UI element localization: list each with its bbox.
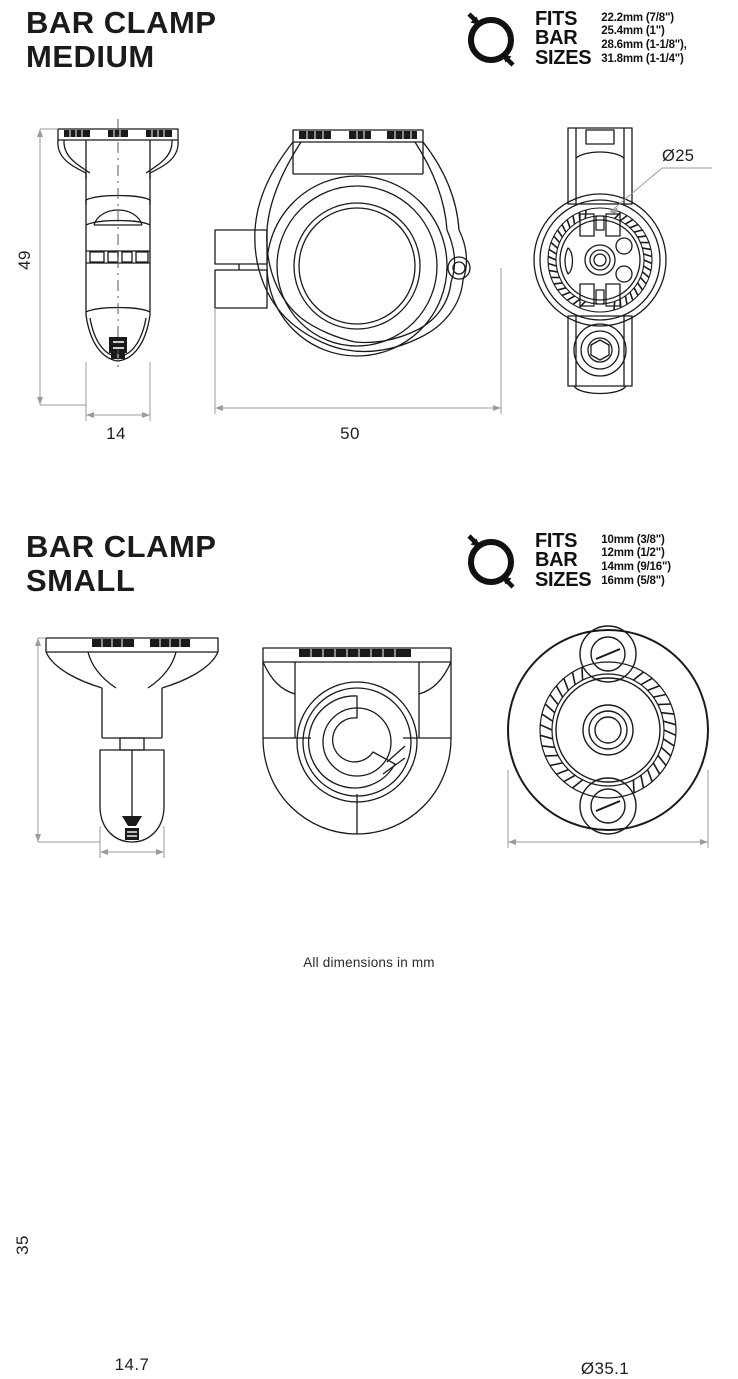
- medium-side-view: [205, 118, 505, 418]
- medium-top-view: [520, 118, 720, 408]
- page-title-small: BAR CLAMP SMALL: [26, 529, 217, 598]
- medium-front-view: [28, 115, 228, 435]
- section-bar-clamp-small: BAR CLAMP SMALL FITS BAR SIZES 10mm (3/8…: [0, 512, 738, 1378]
- badge-words-medium: FITS BAR SIZES: [535, 7, 592, 69]
- dim-medium-height: 49: [15, 250, 34, 270]
- dim-small-height: 35: [13, 1235, 32, 1255]
- section-bar-clamp-medium: BAR CLAMP MEDIUM FITS BAR SIZES 22.2mm (…: [0, 0, 738, 500]
- dim-medium-side-width: 50: [340, 424, 360, 443]
- badge-sizes-medium: 22.2mm (7/8") 25.4mm (1") 28.6mm (1-1/8"…: [601, 11, 687, 65]
- small-front-dimensions: [35, 637, 165, 858]
- footnote-units: All dimensions in mm: [303, 955, 435, 970]
- dim-small-diameter: Ø35.1: [580, 1359, 630, 1378]
- dim-small-width: 14.7: [114, 1355, 150, 1374]
- fits-bar-sizes-badge-small: FITS BAR SIZES 10mm (3/8") 12mm (1/2") 1…: [455, 530, 671, 592]
- fits-bar-sizes-badge-medium: FITS BAR SIZES 22.2mm (7/8") 25.4mm (1")…: [455, 8, 687, 70]
- small-top-view: [500, 620, 730, 850]
- fits-bar-sizes-icon: [467, 12, 515, 67]
- dim-medium-width: 14: [106, 424, 126, 443]
- badge-words-small: FITS BAR SIZES: [535, 529, 592, 591]
- medium-side-dimensions: [214, 268, 502, 414]
- small-front-view: [30, 630, 240, 860]
- small-side-view: [255, 634, 475, 854]
- badge-sizes-small: 10mm (3/8") 12mm (1/2") 14mm (9/16") 16m…: [601, 533, 671, 587]
- callout-medium-diameter: Ø25: [662, 147, 695, 165]
- medium-diameter-leader: [609, 167, 712, 214]
- fits-bar-sizes-icon: [467, 534, 515, 589]
- small-top-dimensions: [507, 770, 709, 848]
- page-title-medium: BAR CLAMP MEDIUM: [26, 5, 217, 74]
- medium-front-dimensions: [37, 128, 151, 421]
